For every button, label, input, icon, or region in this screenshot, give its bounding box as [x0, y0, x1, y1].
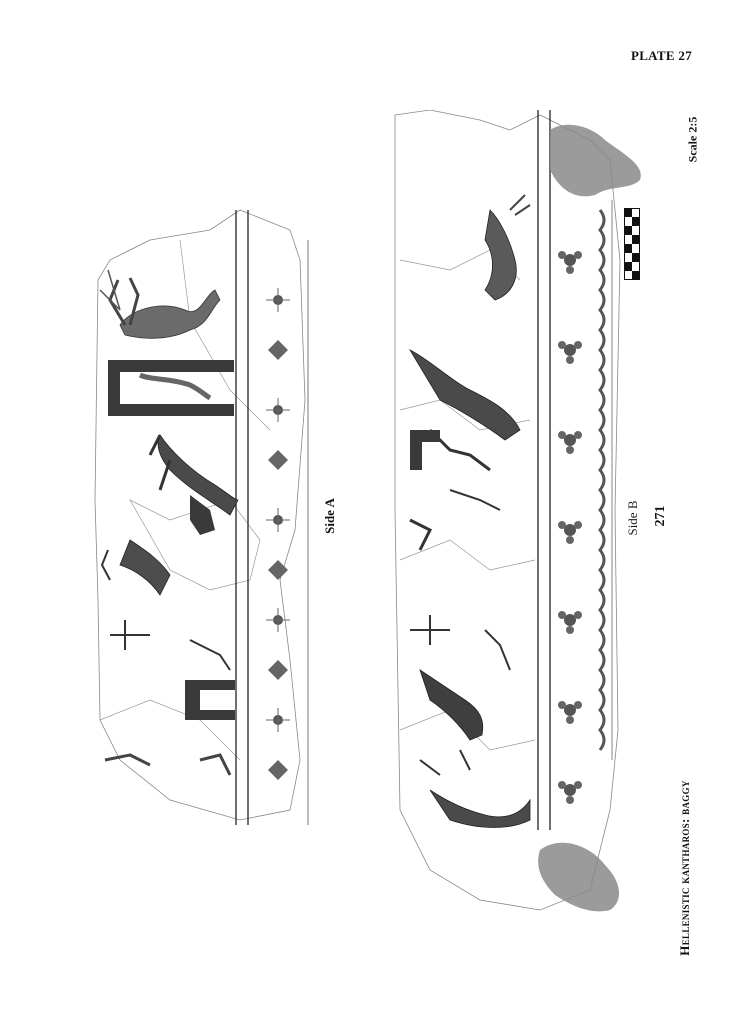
scale-label: Scale 2:5: [685, 116, 700, 163]
page-number: 271: [653, 505, 668, 527]
side-a-drawing: [94, 209, 309, 825]
side-b-drawing: [394, 110, 641, 912]
running-title: Hellenistic kantharos: baggy: [677, 780, 692, 956]
plate-label: PLATE 27: [630, 48, 692, 63]
scale-bar: [624, 208, 640, 280]
side-a-label: Side A: [322, 498, 337, 534]
side-b-label: Side B: [625, 500, 640, 536]
